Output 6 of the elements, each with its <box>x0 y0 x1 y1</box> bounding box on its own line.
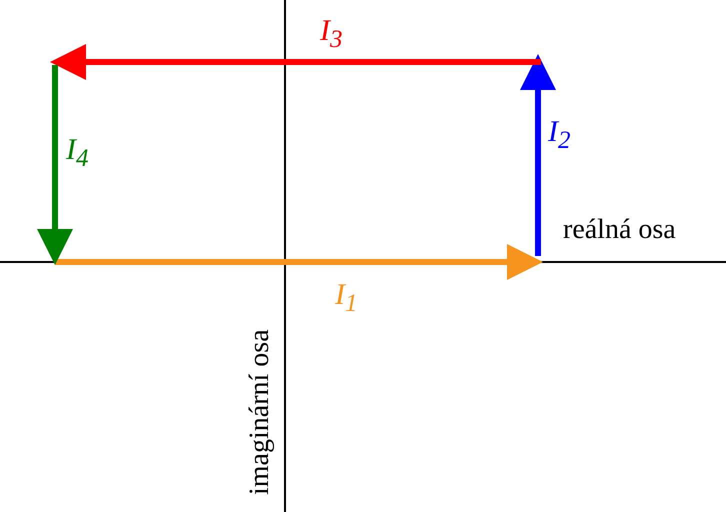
axis-label: imaginární osa <box>244 328 276 495</box>
phasor-label: I$_{2}$ <box>548 117 570 153</box>
axis-label: reálná osa <box>563 216 676 244</box>
phasor-label: I$_{1}$ <box>335 280 358 316</box>
phasor-label: I$_{4}$ <box>66 135 88 171</box>
phasor-label: I$_{3}$ <box>320 16 342 52</box>
